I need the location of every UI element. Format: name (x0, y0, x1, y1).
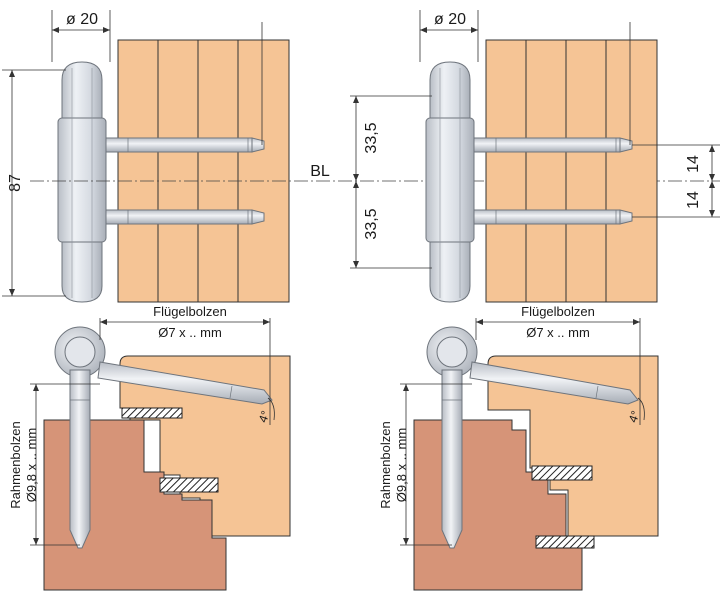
wing-bolt (469, 361, 639, 405)
pin-spacing-upper-label: 14 (685, 155, 702, 173)
wing-bolt-title: Flügelbolzen (153, 304, 227, 319)
upper-gasket (121, 407, 183, 419)
lower-gasket (535, 535, 595, 549)
lower-pin (471, 209, 633, 225)
pin-spacing-lower-label: 14 (685, 191, 702, 209)
diameter-label: ø 20 (434, 11, 466, 28)
hinge-body (57, 61, 107, 303)
upper-gasket (531, 465, 593, 481)
diameter-label: ø 20 (66, 11, 98, 28)
top-left-front-view: ø 20 87 (2, 10, 290, 303)
wing-bolt (97, 361, 273, 405)
height-label: 87 (7, 174, 24, 192)
lower-offset-label: 33,5 (363, 208, 380, 239)
wood-panel (485, 39, 658, 303)
wing-bolt-title: Flügelbolzen (521, 304, 595, 319)
top-right-front-view: ø 20 33,5 33,5 14 14 (350, 10, 720, 303)
frame-bolt (441, 369, 463, 549)
wing-bolt-size: Ø7 x .. mm (526, 325, 590, 340)
frame-bolt-title: Rahmenbolzen (378, 421, 393, 508)
angle-label: 4° (626, 409, 643, 425)
frame-bolt (69, 369, 91, 549)
upper-pin (103, 137, 265, 153)
frame-bolt-size: Ø9,8 x .. mm (394, 428, 409, 502)
hinge-body (425, 61, 475, 303)
reference-label: BL (310, 163, 330, 180)
angle-label: 4° (256, 409, 273, 425)
lower-pin (103, 209, 265, 225)
frame-bolt-size: Ø9,8 x .. mm (24, 428, 39, 502)
frame-bolt-title: Rahmenbolzen (8, 421, 23, 508)
wing-bolt-size: Ø7 x .. mm (158, 325, 222, 340)
upper-pin (471, 137, 633, 153)
lower-gasket (159, 477, 219, 493)
bottom-left-section-view: Flügelbolzen Ø7 x .. mm Rahmenbolzen Ø9,… (8, 304, 291, 591)
upper-offset-label: 33,5 (363, 122, 380, 153)
wood-panel (117, 39, 290, 303)
bottom-right-section-view: Flügelbolzen Ø7 x .. mm Rahmenbolzen Ø9,… (378, 304, 659, 591)
